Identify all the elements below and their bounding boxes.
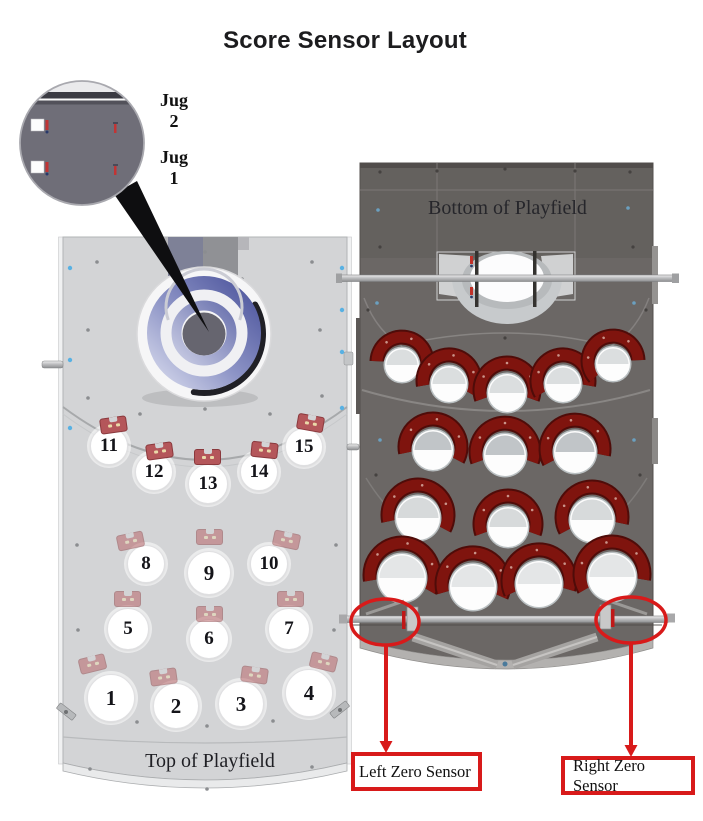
score-sensor-clip-icon [250,440,279,460]
zero-rail-icon [345,615,669,623]
edge-blue-dots [67,265,345,431]
back-panel-hole [448,562,498,612]
magnifier-callout [19,80,209,332]
score-sensor-clip-icon [196,606,223,622]
score-sensor-clip-icon [196,529,223,545]
score-hole-9: 9 [187,551,231,595]
back-panel-hole [429,364,469,404]
sensor-bracket-icon [554,479,630,535]
sensor-bracket-icon [397,411,469,464]
back-panel-hole [486,505,530,549]
left-zero-sensor-label-box: Left Zero Sensor [351,752,482,791]
score-sensor-clip-icon [114,591,141,607]
back-panel-hole [383,346,421,384]
score-hole-1: 1 [87,674,135,722]
jug-sensor-magnified-icon [30,118,118,176]
back-playfield-panel [336,162,679,670]
sensor-bracket-icon [538,412,612,467]
sensor-bracket-icon [362,535,442,595]
side-rod-icon [346,443,360,451]
back-panel-hole [543,364,583,404]
edge-latch-icon [343,351,354,366]
back-panel-hole [568,496,616,544]
back-panel-hole [411,428,455,472]
page-title: Score Sensor Layout [223,27,467,54]
sensor-bracket-icon [500,542,578,597]
back-panel-hole [376,552,428,604]
back-panel-hole [394,494,442,542]
score-hole-4: 4 [285,669,333,717]
back-panel-hole [552,429,598,475]
score-sensor-clip-icon [194,449,221,465]
score-hole-14: 14 [240,453,278,491]
hinge-icon [56,702,77,721]
score-hole-10: 10 [250,545,288,583]
right-zero-sensor-label: Right Zero Sensor [573,755,645,795]
back-panel-hole [586,551,638,603]
score-hole-5: 5 [107,608,149,650]
right-zero-sensor-label-box: Right Zero Sensor [561,756,695,795]
score-hole-15: 15 [285,428,323,466]
score-hole-7: 7 [268,608,310,650]
score-hole-6: 6 [189,619,229,659]
sensor-bracket-icon [580,328,646,383]
back-panel-sensor-brackets [362,328,652,612]
score-hole-8: 8 [127,545,165,583]
score-hole-3: 3 [218,681,264,727]
back-panel-hole [594,345,632,383]
score-sensor-clip-icon [277,591,304,607]
edge-blue-dots [375,206,636,442]
hinge-icon [329,700,350,719]
sensor-bracket-icon [572,534,652,594]
zero-sensor-annotations [349,595,668,757]
back-panel-hole [482,432,528,478]
bottom-rail-assembly [339,599,675,670]
score-hole-2: 2 [153,683,199,729]
sensor-bracket-icon [380,477,456,533]
front-panel-caption: Top of Playfield [145,750,275,772]
magnifier-handle [114,181,209,332]
score-hole-13: 13 [188,464,228,504]
sensor-bracket-icon [472,488,544,537]
back-panel-hole [514,559,564,609]
back-panel-caption: Bottom of Playfield [428,197,587,219]
screw-dots [366,167,648,477]
side-rod-icon [41,360,64,369]
jug-hole [136,266,272,407]
sensor-bracket-icon [468,415,542,465]
jug-sensor-icon [470,256,473,299]
back-panel-hole [486,372,528,414]
cross-rod-icon [339,274,675,282]
left-zero-sensor-label: Left Zero Sensor [359,761,471,781]
